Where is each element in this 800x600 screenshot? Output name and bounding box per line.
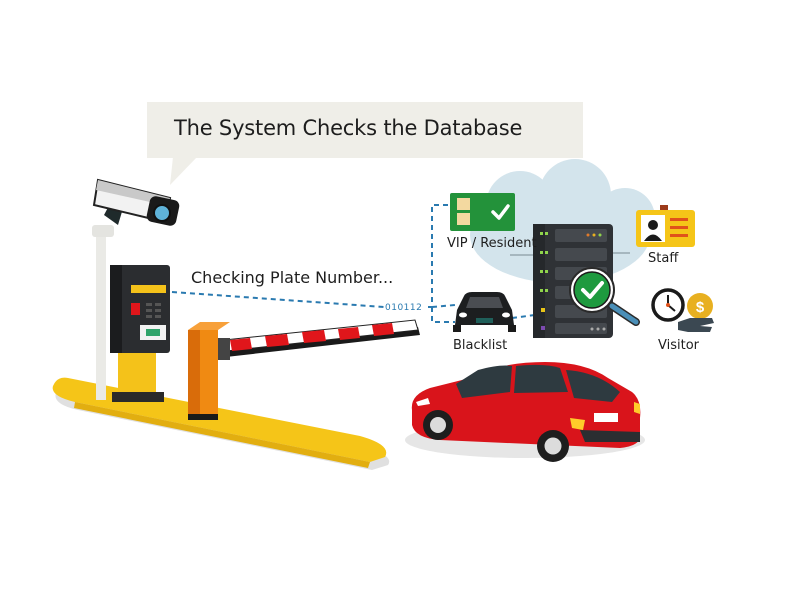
callout-title: The System Checks the Database (174, 116, 523, 140)
magnifier-check-icon (569, 267, 640, 326)
ticket-kiosk-icon (110, 265, 170, 402)
staff-id-badge-icon (636, 205, 695, 247)
category-label-visitor: Visitor (658, 338, 699, 353)
data-connection-lines (171, 204, 536, 323)
black-car-icon (453, 292, 516, 332)
red-car-icon (405, 362, 645, 462)
clock-payment-icon: $ (651, 288, 714, 332)
barrier-gate-icon (188, 319, 420, 420)
callout-tail (170, 157, 197, 185)
green-pass-card-icon (450, 193, 515, 231)
camera-pole (96, 230, 106, 400)
category-label-vip: VIP / Resident (447, 236, 537, 251)
scan-status-text: Checking Plate Number... (191, 268, 394, 287)
category-label-staff: Staff (648, 251, 679, 266)
callout-bubble: The System Checks the Database (147, 102, 583, 158)
category-label-blacklist: Blacklist (453, 338, 508, 353)
binary-code-text: 010112 (385, 303, 423, 313)
security-camera-icon (92, 178, 180, 237)
svg-text:$: $ (696, 299, 705, 316)
